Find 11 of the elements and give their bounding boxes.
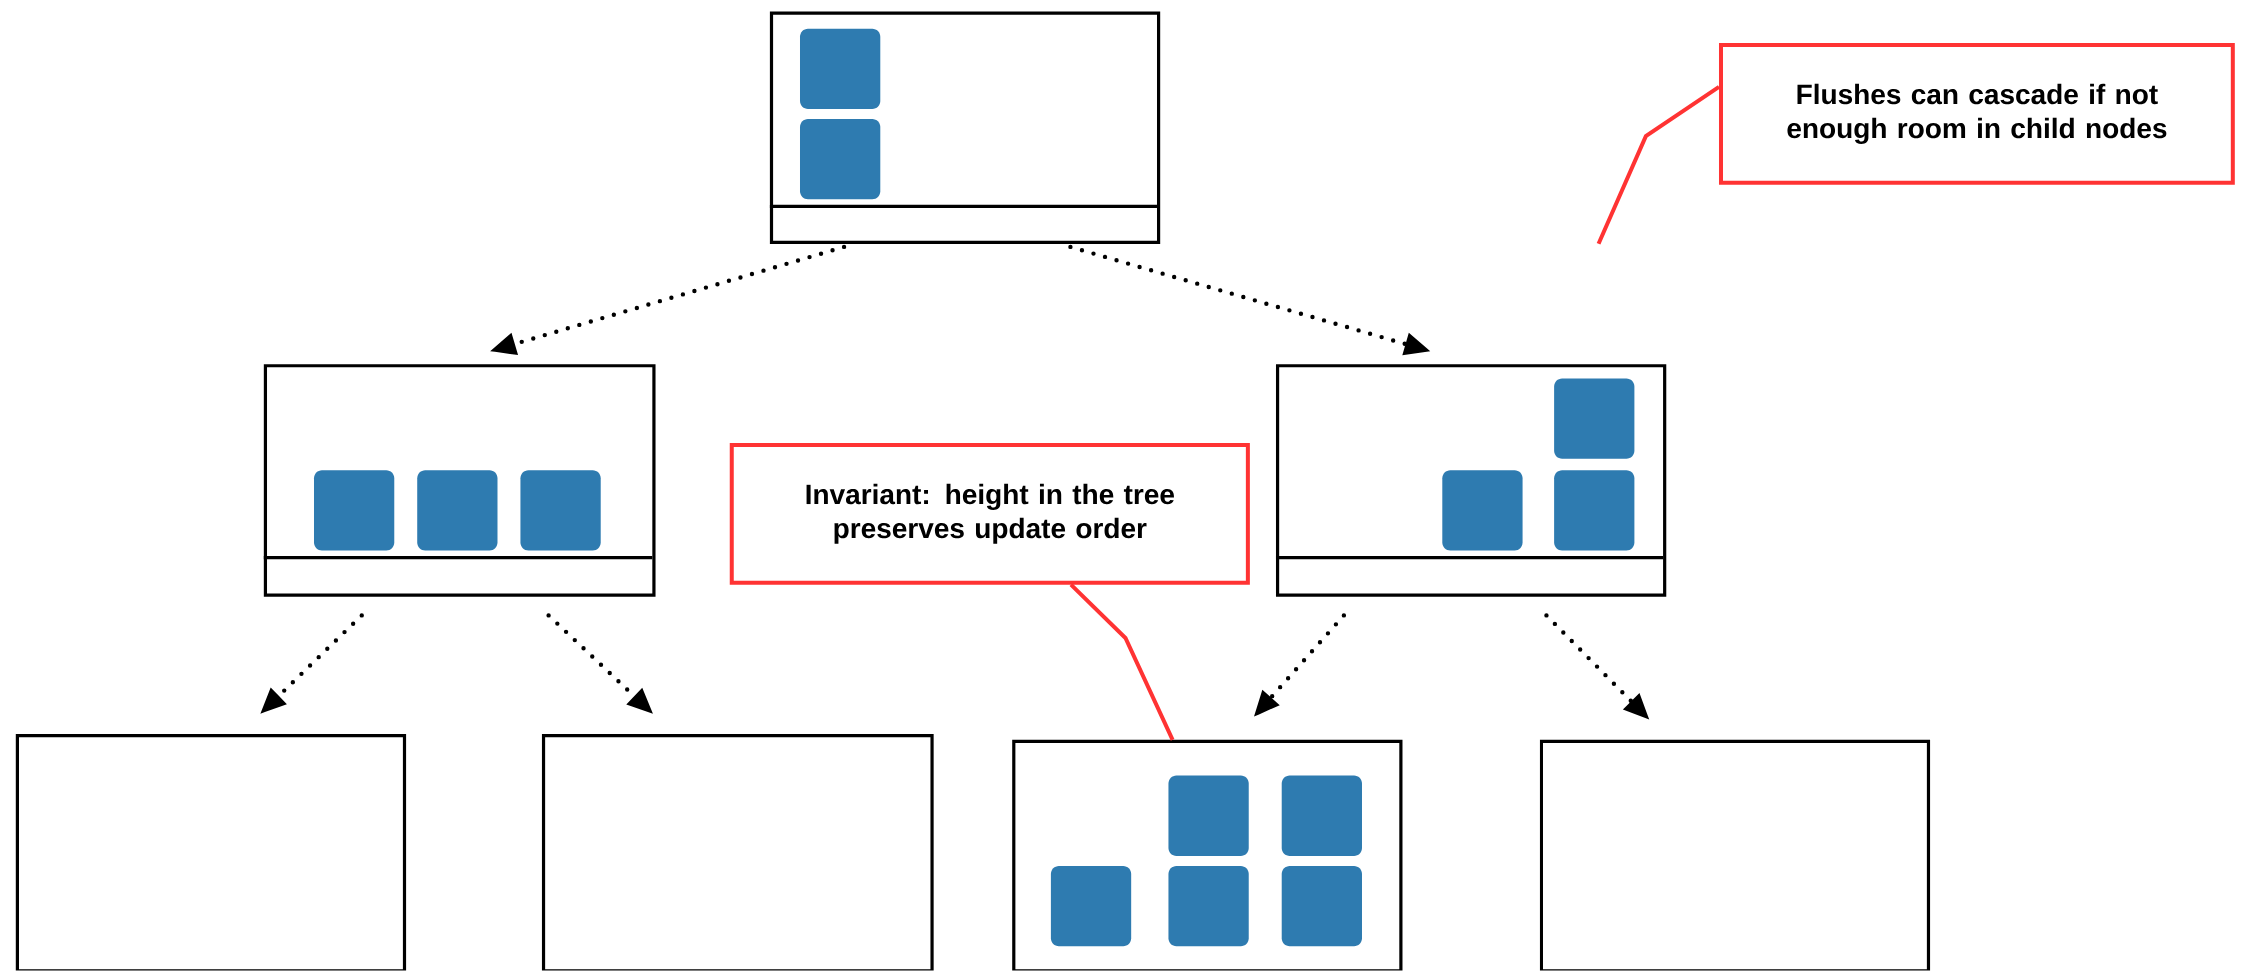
leader-line: [1069, 583, 1175, 741]
node-box: [263, 364, 656, 597]
node-box: [769, 11, 1161, 245]
node-box: [1539, 740, 1931, 971]
node-box: [1276, 364, 1667, 597]
callout-box: Invariant: height in the tree preserves update order: [729, 443, 1250, 585]
leader-line: [1596, 85, 1721, 245]
node-box: [1012, 740, 1403, 971]
node-box: [541, 734, 934, 971]
callout-box: Flushes can cascade if not enough room in child nodes: [1719, 43, 2235, 185]
node-box: [15, 734, 407, 971]
